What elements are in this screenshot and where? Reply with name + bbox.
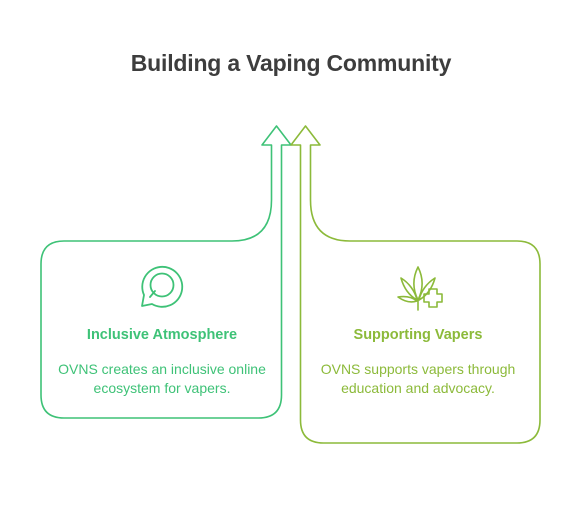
chat-bubbles-icon [141, 265, 184, 308]
diagram-title: Building a Vaping Community [130, 50, 452, 76]
supporting-vapers-title: Supporting Vapers [353, 327, 483, 343]
inclusive-atmosphere-description: OVNS creates an inclusive online ecosyst… [58, 361, 266, 396]
supporting-vapers-description: OVNS supports vapers through education a… [320, 361, 516, 396]
inclusive-atmosphere-title: Inclusive Atmosphere [86, 327, 238, 343]
cannabis-leaf-plus-icon [397, 266, 443, 311]
left-arrow-card-outline [40, 125, 292, 419]
right-arrow-card-outline [290, 125, 541, 444]
